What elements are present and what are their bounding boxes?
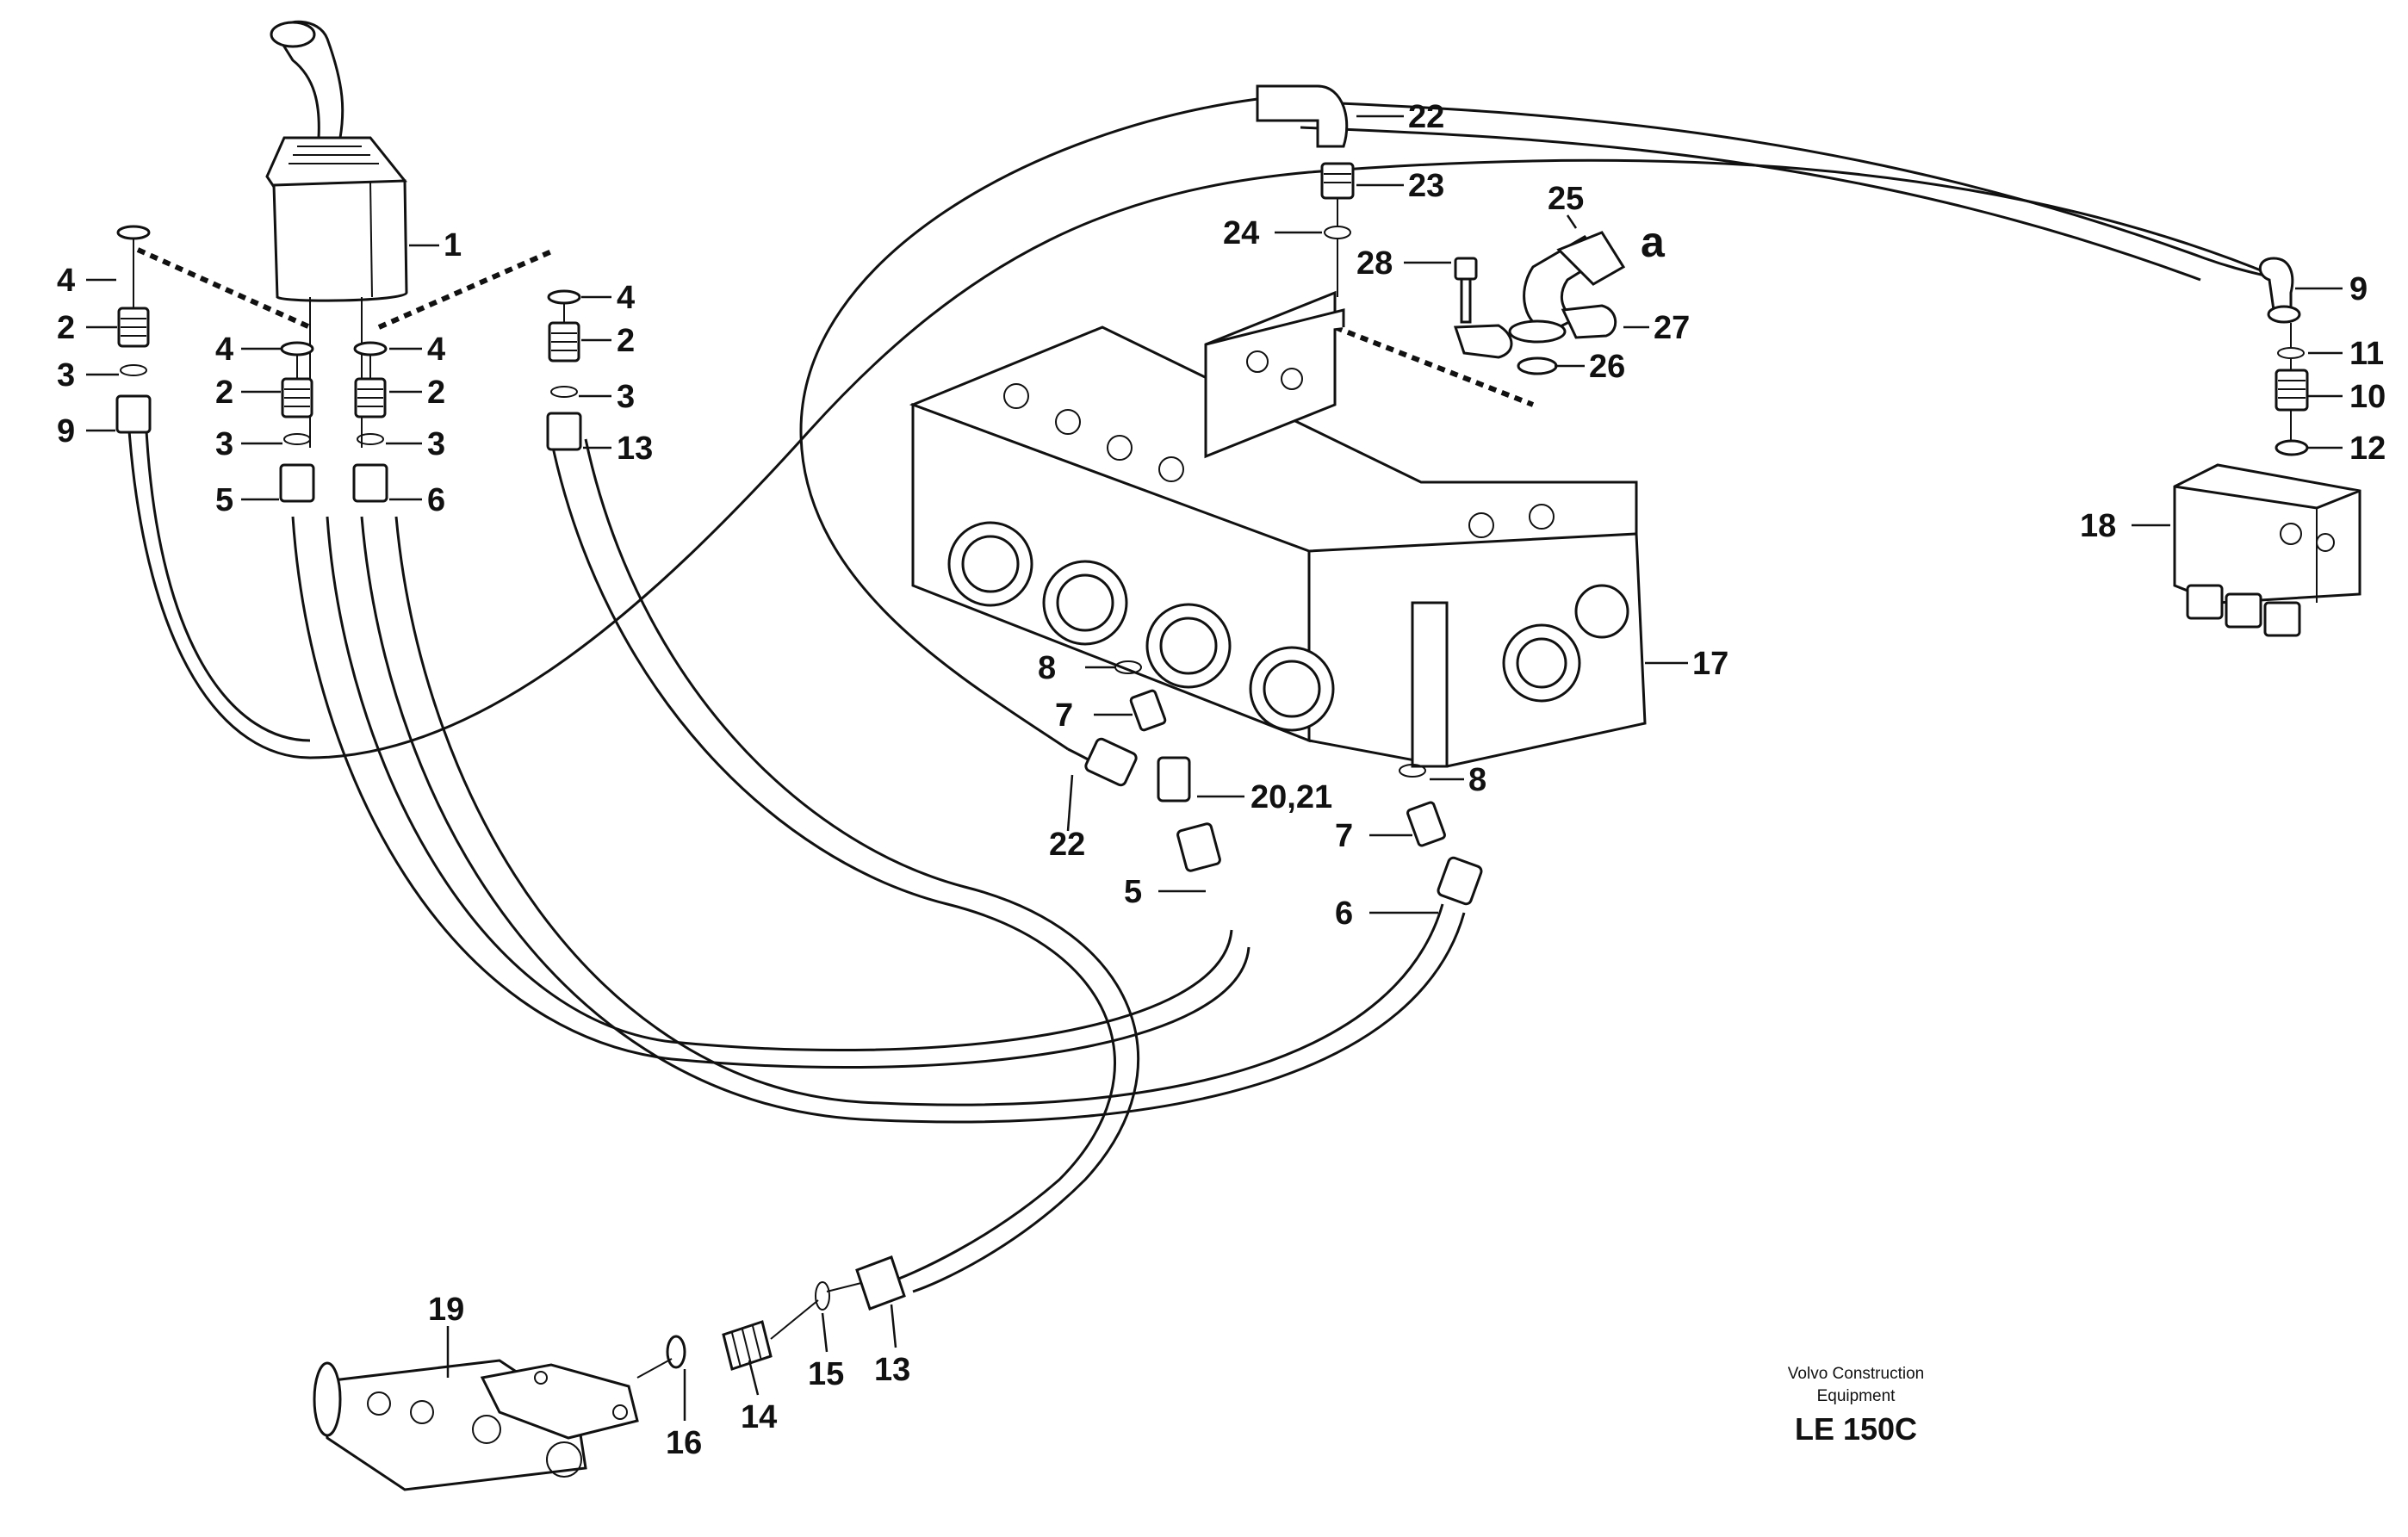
label-15: 15 xyxy=(808,1356,844,1392)
label-10: 10 xyxy=(2349,379,2386,415)
label-3: 3 xyxy=(427,426,445,462)
label-18: 18 xyxy=(2080,508,2116,544)
label-6: 6 xyxy=(427,482,445,518)
leader-lines xyxy=(86,115,2343,1421)
label-5: 5 xyxy=(215,482,233,518)
part-labels: 1 4 2 3 9 4 2 3 5 4 2 3 6 4 2 3 13 22 23… xyxy=(57,99,2386,1461)
upper-fittings xyxy=(1256,84,1626,375)
label-8: 8 xyxy=(1038,650,1056,686)
label-20-21: 20,21 xyxy=(1251,779,1332,815)
label-22: 22 xyxy=(1049,827,1085,863)
label-5: 5 xyxy=(1124,874,1142,910)
label-13: 13 xyxy=(617,431,653,467)
label-2: 2 xyxy=(617,323,635,359)
label-27: 27 xyxy=(1654,310,1690,346)
label-4: 4 xyxy=(617,280,635,316)
label-13: 13 xyxy=(874,1352,910,1388)
label-6: 6 xyxy=(1335,896,1353,932)
label-7: 7 xyxy=(1335,818,1353,854)
label-7: 7 xyxy=(1055,697,1073,734)
label-3: 3 xyxy=(215,426,233,462)
label-9: 9 xyxy=(57,413,75,449)
right-valve-block xyxy=(2173,257,2361,637)
label-4: 4 xyxy=(215,332,233,368)
label-12: 12 xyxy=(2349,431,2386,467)
footer-brand: Volvo Construction Equipment LE 150C xyxy=(1788,1365,1924,1447)
label-3: 3 xyxy=(617,379,635,415)
label-4: 4 xyxy=(57,263,75,299)
hose-lines xyxy=(127,97,2292,1293)
label-25: 25 xyxy=(1548,181,1584,217)
joystick-control-unit xyxy=(265,20,408,448)
label-8: 8 xyxy=(1468,762,1486,798)
label-28: 28 xyxy=(1356,245,1393,282)
label-11: 11 xyxy=(2349,336,2384,372)
label-2: 2 xyxy=(427,375,445,411)
bottom-distribution-block xyxy=(313,1255,906,1491)
label-17: 17 xyxy=(1692,646,1728,682)
label-19: 19 xyxy=(428,1292,464,1328)
label-1: 1 xyxy=(444,227,462,263)
label-16: 16 xyxy=(666,1425,702,1461)
label-2: 2 xyxy=(215,375,233,411)
label-24: 24 xyxy=(1223,215,1259,251)
brand-line-2: Equipment xyxy=(1817,1387,1896,1405)
left-fitting-stack xyxy=(115,225,582,503)
label-14: 14 xyxy=(741,1399,777,1435)
brand-line-1: Volvo Construction xyxy=(1788,1365,1924,1383)
label-9: 9 xyxy=(2349,271,2368,307)
label-2: 2 xyxy=(57,310,75,346)
label-22: 22 xyxy=(1408,99,1444,135)
label-a: a xyxy=(1641,218,1666,266)
label-3: 3 xyxy=(57,357,75,394)
label-4: 4 xyxy=(427,332,445,368)
label-26: 26 xyxy=(1589,349,1625,385)
control-valve-block xyxy=(909,290,1647,906)
label-23: 23 xyxy=(1408,168,1444,204)
dashed-harness xyxy=(136,247,1535,407)
model-name: LE 150C xyxy=(1795,1411,1917,1447)
